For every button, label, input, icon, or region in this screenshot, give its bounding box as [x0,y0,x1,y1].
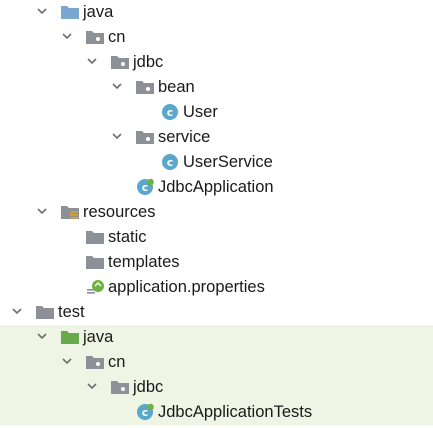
package-folder-icon [135,128,155,146]
resources-root-folder-icon [60,203,80,221]
tree-item-label: JdbcApplication [158,178,274,196]
tree-row-templates[interactable]: templates [0,250,433,275]
chevron-down-icon[interactable] [110,79,124,93]
tree-item-label: UserService [183,153,273,171]
tree-row-resources[interactable]: resources [0,200,433,225]
chevron-down-icon[interactable] [85,379,99,393]
tree-item-label: static [108,228,147,246]
package-folder-icon [85,28,105,46]
tree-item-label: java [83,328,114,346]
tree-item-label: jdbc [133,53,164,71]
package-folder-icon [110,378,130,396]
svg-text:c: c [142,181,149,194]
tree-row-jdbcapplicationtests[interactable]: c JdbcApplicationTests [0,400,433,425]
tree-row-test[interactable]: test [0,300,433,325]
tree-item-label: User [183,103,218,121]
tree-row-jdbcapplication[interactable]: c JdbcApplication [0,175,433,200]
class-icon: c [160,153,180,171]
svg-text:c: c [167,156,174,169]
spring-boot-test-class-icon: c [135,403,155,421]
chevron-down-icon[interactable] [10,304,24,318]
tree-item-label: templates [108,253,180,271]
svg-text:c: c [142,406,149,419]
package-folder-icon [135,78,155,96]
tree-item-label: cn [108,353,126,371]
tree-row-test-java[interactable]: java [0,325,433,350]
chevron-down-icon[interactable] [35,204,49,218]
chevron-down-icon[interactable] [60,29,74,43]
tree-item-label: test [58,303,85,321]
tree-row-bean[interactable]: bean [0,75,433,100]
tree-item-label: resources [83,203,156,221]
tree-row-service[interactable]: service [0,125,433,150]
chevron-down-icon[interactable] [35,329,49,343]
source-root-folder-icon [60,3,80,21]
spring-boot-class-icon: c [135,178,155,196]
tree-row-userservice[interactable]: c UserService [0,150,433,175]
test-root-folder-icon [60,328,80,346]
chevron-down-icon[interactable] [85,54,99,68]
tree-row-jdbc[interactable]: jdbc [0,50,433,75]
tree-item-label: JdbcApplicationTests [158,403,313,421]
folder-icon [85,253,105,271]
tree-item-label: java [83,3,114,21]
folder-icon [35,303,55,321]
chevron-down-icon[interactable] [35,4,49,18]
tree-item-label: cn [108,28,126,46]
spring-properties-file-icon [85,278,105,296]
chevron-down-icon[interactable] [110,129,124,143]
tree-item-label: service [158,128,211,146]
tree-row-user[interactable]: c User [0,100,433,125]
svg-text:c: c [167,106,174,119]
folder-icon [85,228,105,246]
package-folder-icon [85,353,105,371]
tree-row-cn[interactable]: cn [0,25,433,50]
chevron-down-icon[interactable] [60,354,74,368]
tree-row-java[interactable]: java [0,0,433,25]
tree-row-test-jdbc[interactable]: jdbc [0,375,433,400]
tree-row-application-properties[interactable]: application.properties [0,275,433,300]
package-folder-icon [110,53,130,71]
tree-row-test-cn[interactable]: cn [0,350,433,375]
tree-item-label: application.properties [108,278,265,296]
tree-row-static[interactable]: static [0,225,433,250]
class-icon: c [160,103,180,121]
tree-item-label: bean [158,78,195,96]
tree-item-label: jdbc [133,378,164,396]
